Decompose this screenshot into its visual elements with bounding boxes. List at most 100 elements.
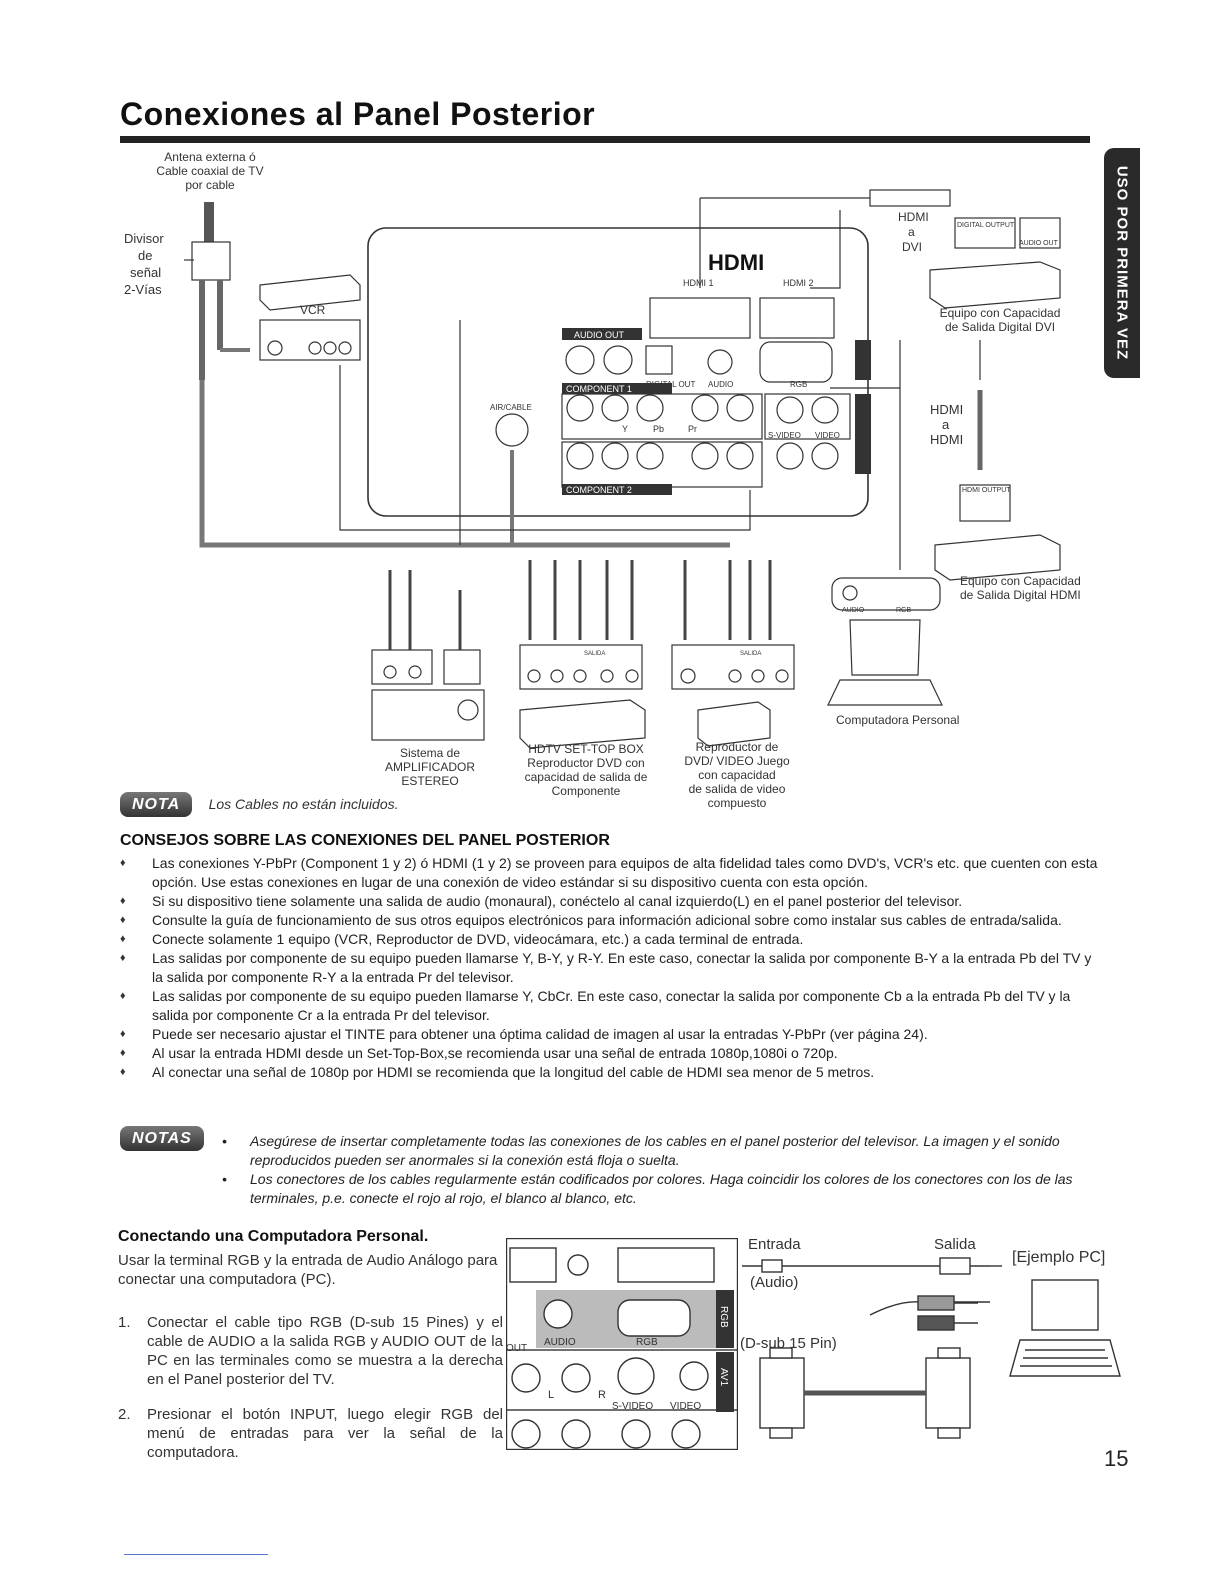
pc-intro: Usar la terminal RGB y la entrada de Aud… <box>118 1252 498 1288</box>
closeup-svideo-label: S-VIDEO <box>612 1401 654 1412</box>
hdmi-equipment-line: Equipo con Capacidad <box>960 574 1081 588</box>
pc-panel-closeup <box>506 1238 738 1450</box>
closeup-rgb-port <box>617 1299 691 1337</box>
set-top-box-line: Reproductor DVD con <box>527 756 645 770</box>
hdmi-hdmi-line: HDMI <box>930 432 964 447</box>
personal-computer <box>827 577 943 706</box>
pc-audio-label: AUDIO <box>842 607 865 614</box>
pc-step: 2.Presionar el botón INPUT, luego elegir… <box>118 1405 503 1462</box>
antenna-label-line: por cable <box>185 178 235 192</box>
hdmi-hdmi-line: HDMI <box>930 402 964 417</box>
closeup-rgb-side-label: RGB <box>718 1306 729 1328</box>
cable-audio-label: (Audio) <box>750 1274 799 1291</box>
audio-out-label: AUDIO OUT <box>574 330 625 340</box>
rgb-label: RGB <box>790 380 807 389</box>
closeup-av1-label: AV1 <box>718 1368 729 1387</box>
closeup-audio-jack <box>543 1299 573 1329</box>
amplifier-device <box>371 649 485 741</box>
hdmi-equipment-line: de Salida Digital HDMI <box>960 588 1081 602</box>
amplifier-label-line: Sistema de <box>399 746 461 760</box>
hdmi-logo: HDMI <box>708 250 764 275</box>
splitter-label-line: de <box>138 248 153 263</box>
closeup-audio-label: AUDIO <box>544 1337 576 1348</box>
set-top-box-line: HDTV SET-TOP BOX <box>528 742 644 756</box>
dvd-label-line: DVD/ VIDEO Juego <box>684 754 790 768</box>
tip-item: Conecte solamente 1 equipo (VCR, Reprodu… <box>120 930 1100 949</box>
closeup-hdmi-port-2 <box>617 1247 715 1283</box>
digital-output-label: DIGITAL OUTPUT <box>957 222 1015 229</box>
notas-badge: NOTAS <box>120 1126 204 1151</box>
antenna-label: Antena externa ó Cable coaxial de TV por… <box>140 150 280 192</box>
closeup-l-label: L <box>548 1389 555 1401</box>
notas-list: Asegúrese de insertar completamente toda… <box>222 1132 1102 1208</box>
tip-item: Si su dispositivo tiene solamente una sa… <box>120 892 1100 911</box>
splitter <box>191 241 231 281</box>
vcr-device <box>259 274 361 361</box>
dsub-connector-right <box>925 1357 971 1429</box>
dvd-label-line: con capacidad <box>698 768 776 782</box>
hdmi-dvi-label: HDMI a DVI <box>898 210 929 255</box>
video-label: VIDEO <box>815 431 840 440</box>
hdmi-port-2 <box>759 297 835 339</box>
dsub-connector-left <box>759 1357 805 1429</box>
pc-laptop-icon <box>1009 1279 1121 1377</box>
hdmi-dvi-line: HDMI <box>898 210 929 224</box>
hdmi-dvi-cable <box>869 189 951 207</box>
hdmi-equipment-label: Equipo con Capacidad de Salida Digital H… <box>960 574 1081 602</box>
jack-pr-label: Pr <box>688 424 697 434</box>
pc-example-label: [Ejemplo PC] <box>1012 1249 1106 1266</box>
dvd-label-line: de salida de video <box>688 782 786 796</box>
cable-entrada-label: Entrada <box>748 1236 801 1253</box>
closeup-video-label: VIDEO <box>670 1401 702 1412</box>
salida-label: SALIDA <box>584 651 606 657</box>
audio-label: AUDIO <box>708 380 733 389</box>
pc-step-text: Conectar el cable tipo RGB (D-sub 15 Pin… <box>147 1314 503 1388</box>
set-top-box-line: capacidad de salida de <box>524 770 648 784</box>
amplifier-label-line: AMPLIFICADOR <box>384 760 475 774</box>
audio-out-small-label: AUDIO OUT <box>1019 240 1058 247</box>
hdmi2-label: HDMI 2 <box>783 278 814 288</box>
pc-step-number: 2. <box>118 1406 131 1423</box>
set-top-box-device <box>519 644 646 749</box>
component1-label: COMPONENT 1 <box>566 384 632 394</box>
dvd-label-line: Reproductor de <box>695 740 779 754</box>
title-rule <box>120 136 1090 143</box>
antenna-label-line: Antena externa ó <box>164 150 256 164</box>
tip-item: Las salidas por componente de su equipo … <box>120 949 1100 987</box>
notas-item: Asegúrese de insertar completamente toda… <box>222 1132 1102 1170</box>
salida-label-2: SALIDA <box>740 651 762 657</box>
set-top-box-line: Componente <box>551 784 621 798</box>
jack-y-label: Y <box>622 424 628 434</box>
tip-item: Puede ser necesario ajustar el TINTE par… <box>120 1025 1100 1044</box>
hdmi1-label: HDMI 1 <box>683 278 714 288</box>
nota-text: Los Cables no están incluidos. <box>208 796 399 812</box>
dvi-equipment-line: Equipo con Capacidad <box>939 306 1061 320</box>
closeup-rgb-label: RGB <box>636 1337 658 1348</box>
antenna-cable <box>204 202 214 242</box>
splitter-label: Divisor de señal 2-Vías <box>124 230 164 298</box>
side-tab-label: USO POR PRIMERA VEZ <box>1113 165 1131 361</box>
antenna-label-line: Cable coaxial de TV <box>156 164 264 178</box>
page-title: Conexiones al Panel Posterior <box>120 96 596 132</box>
footer-rule <box>124 1554 268 1555</box>
cable-dsub-label: (D-sub 15 Pin) <box>740 1335 837 1352</box>
hdmi-hdmi-line: a <box>942 417 950 432</box>
splitter-label-line: 2-Vías <box>124 282 162 297</box>
digital-out-jack <box>645 345 673 375</box>
pc-steps: 1.Conectar el cable tipo RGB (D-sub 15 P… <box>118 1313 503 1478</box>
notas-item: Los conectores de los cables regularment… <box>222 1170 1102 1208</box>
set-top-box-label: HDTV SET-TOP BOX Reproductor DVD con cap… <box>508 742 664 798</box>
pc-cable-diagram <box>742 1257 1121 1439</box>
pc-rgb-label: RGB <box>896 607 912 614</box>
audio-out-r-jack <box>603 345 633 375</box>
dvi-equipment-device <box>929 217 1061 309</box>
rgb-port <box>759 341 833 383</box>
dvd-label: Reproductor de DVD/ VIDEO Juego con capa… <box>672 740 802 810</box>
component1-block <box>561 393 763 440</box>
tip-item: Al usar la entrada HDMI desde un Set-Top… <box>120 1044 1100 1063</box>
side-tab: USO POR PRIMERA VEZ <box>1104 148 1140 378</box>
page-number: 15 <box>1104 1446 1129 1471</box>
tv-back-panel <box>367 227 869 517</box>
amplifier-label: Sistema de AMPLIFICADOR ESTEREO <box>360 746 500 788</box>
tip-item: Las salidas por componente de su equipo … <box>120 987 1100 1025</box>
